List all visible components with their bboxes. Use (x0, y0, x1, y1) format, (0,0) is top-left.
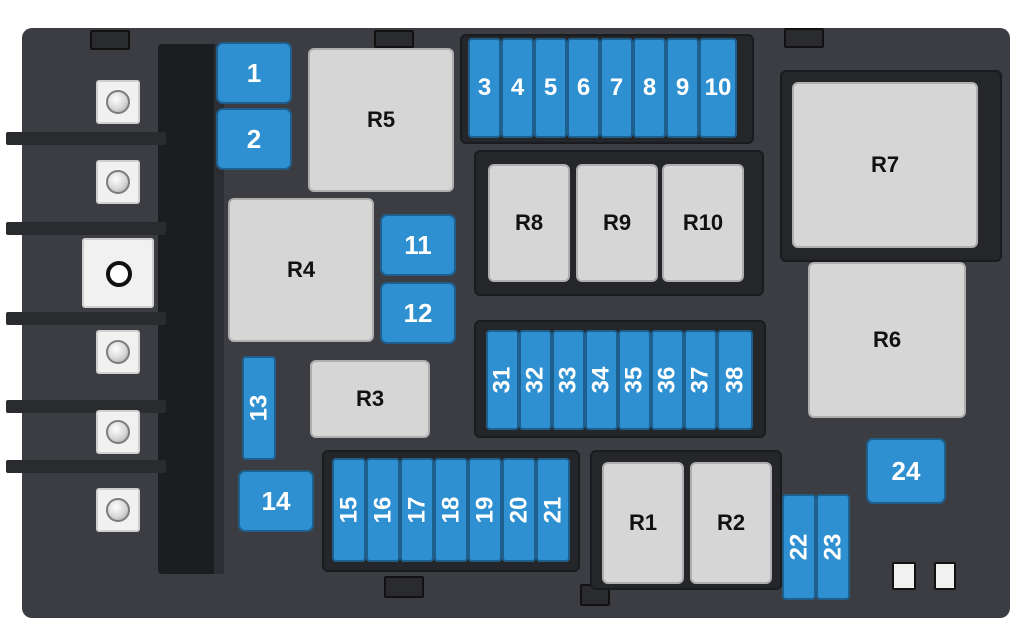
fuse-36: 36 (651, 330, 684, 430)
relay-r9: R9 (576, 164, 658, 282)
latch-clip-icon (384, 576, 424, 598)
bolt-terminal-1 (96, 80, 140, 124)
bolt-terminal-4 (96, 410, 140, 454)
latch-clip-icon (784, 28, 824, 48)
terminal-bar-2 (6, 222, 166, 235)
terminal-rail (158, 44, 222, 574)
fuse-10: 10 (699, 38, 737, 138)
fuse-12: 12 (380, 282, 456, 344)
fuse-9: 9 (666, 38, 699, 138)
bolt-icon (106, 420, 130, 444)
fuse-11: 11 (380, 214, 456, 276)
fuse-1: 1 (216, 42, 292, 104)
fuse-24: 24 (866, 438, 946, 504)
relay-r7: R7 (792, 82, 978, 248)
fuse-14: 14 (238, 470, 314, 532)
fuse-8: 8 (633, 38, 666, 138)
fuse-35: 35 (618, 330, 651, 430)
latch-clip-icon (934, 562, 956, 590)
fuse-21: 21 (536, 458, 570, 562)
terminal-bar-3 (6, 312, 166, 325)
fuse-22: 22 (782, 494, 816, 600)
fuse-4: 4 (501, 38, 534, 138)
fuse-33: 33 (552, 330, 585, 430)
fuse-32: 32 (519, 330, 552, 430)
fuse-5: 5 (534, 38, 567, 138)
relay-r5: R5 (308, 48, 454, 192)
latch-clip-icon (90, 30, 130, 50)
bolt-icon (106, 340, 130, 364)
bolt-terminal-5 (96, 488, 140, 532)
latch-clip-icon (892, 562, 916, 590)
fuse-34: 34 (585, 330, 618, 430)
bolt-icon (106, 170, 130, 194)
fuse-7: 7 (600, 38, 633, 138)
bolt-icon (106, 498, 130, 522)
relay-r4: R4 (228, 198, 374, 342)
fuse-38: 38 (717, 330, 753, 430)
bolt-terminal-2 (96, 160, 140, 204)
fuse-3: 3 (468, 38, 501, 138)
fuse-15: 15 (332, 458, 366, 562)
fuse-2: 2 (216, 108, 292, 170)
terminal-ring-icon (106, 261, 132, 287)
terminal-bar-4 (6, 400, 166, 413)
terminal-rail-edge (214, 44, 224, 574)
relay-r8: R8 (488, 164, 570, 282)
bolt-icon (106, 90, 130, 114)
relay-r10: R10 (662, 164, 744, 282)
fuse-37: 37 (684, 330, 717, 430)
fuse-23: 23 (816, 494, 850, 600)
fuse-6: 6 (567, 38, 600, 138)
relay-r3: R3 (310, 360, 430, 438)
terminal-bar-1 (6, 132, 166, 145)
fuse-17: 17 (400, 458, 434, 562)
fuse-16: 16 (366, 458, 400, 562)
fuse-19: 19 (468, 458, 502, 562)
bolt-terminal-3 (96, 330, 140, 374)
fuse-18: 18 (434, 458, 468, 562)
fuse-20: 20 (502, 458, 536, 562)
latch-clip-icon (374, 30, 414, 48)
relay-r1: R1 (602, 462, 684, 584)
fuse-31: 31 (486, 330, 519, 430)
terminal-bar-5 (6, 460, 166, 473)
relay-r2: R2 (690, 462, 772, 584)
relay-r6: R6 (808, 262, 966, 418)
ring-terminal (82, 238, 154, 308)
fuse-13: 13 (242, 356, 276, 460)
